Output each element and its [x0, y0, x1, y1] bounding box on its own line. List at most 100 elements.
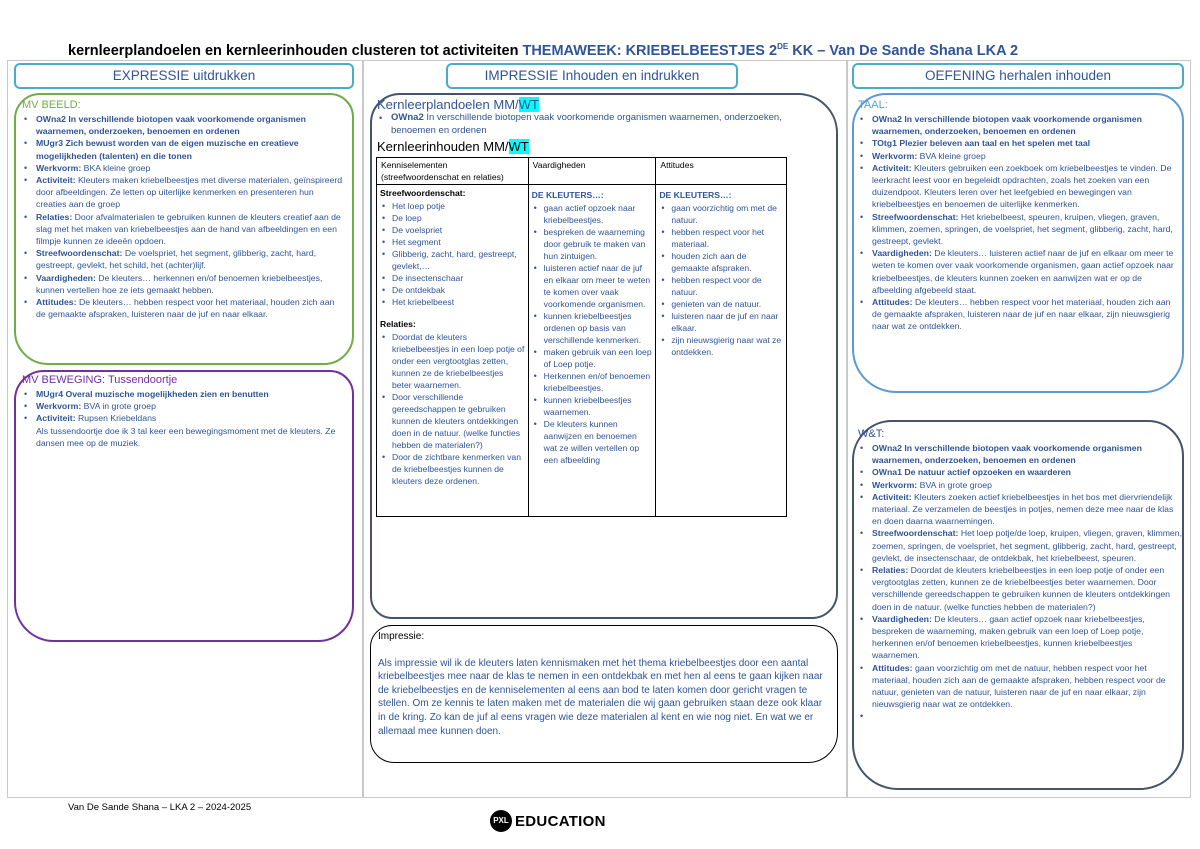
list-item: Doordat de kleuters kriebelbeestjes in e…: [380, 331, 525, 391]
list-item: OWna2 In verschillende biotopen vaak voo…: [858, 442, 1182, 466]
kennis-cell: Streefwoordenschat: Het loep potjeDe loe…: [376, 184, 529, 517]
list-item: Glibberig, zacht, hard, gestreept, gevle…: [380, 248, 525, 272]
list-item: De ontdekbak: [380, 284, 525, 296]
kennis-subtitle: Streefwoordenschat:: [380, 188, 466, 198]
list-item: De loep: [380, 212, 525, 224]
title-theme: THEMAWEEK: KRIEBELBEESTJES 2DE KK – Van …: [522, 42, 1019, 59]
list-item: zijn nieuwsgierig naar wat ze ontdekken.: [659, 334, 783, 358]
wt-title: W&T:: [858, 428, 885, 440]
taal-bubble: [852, 93, 1184, 393]
wt-bubble: [852, 420, 1184, 790]
list-item: Attitudes: gaan voorzichtig om met de na…: [858, 662, 1182, 711]
list-item: genieten van de natuur.: [659, 298, 783, 310]
attitudes-subtitle: DE KLEUTERS…:: [659, 190, 732, 200]
column-oefening: [847, 60, 1191, 798]
header-oefening: OEFENING herhalen inhouden: [852, 63, 1184, 89]
kennis-list: Het loep potjeDe loepDe voelsprietHet se…: [380, 200, 525, 308]
list-item: Streefwoordenschat: Het loep potje/de lo…: [858, 527, 1182, 564]
kernleerinhouden-table: Kenniselementen (streefwoordenschat en r…: [376, 157, 787, 517]
kernleerplandoelen-list: OWna2 In verschillende biotopen vaak voo…: [377, 112, 827, 137]
taal-list: OWna2 In verschillende biotopen vaak voo…: [858, 113, 1182, 333]
logo-word: EDUCATION: [515, 812, 606, 830]
vaardigheden-list: gaan actief opzoek naar kriebelbeestjes.…: [532, 202, 653, 466]
list-item: OWna1 De natuur actief opzoeken en waard…: [858, 466, 1182, 478]
list-item: hebben respect voor de natuur.: [659, 274, 783, 298]
list-item: Vaardigheden: De kleuters… luisteren act…: [858, 247, 1182, 296]
list-item: luisteren actief naar de juf en elkaar o…: [532, 262, 653, 310]
list-item: MUgr3 Zich bewust worden van de eigen mu…: [22, 137, 346, 161]
mv-beweging-section: MV BEWEGING: Tussendoortje MUgr4 Overal …: [22, 374, 346, 449]
list-item: Streefwoordenschat: Het kriebelbeest, sp…: [858, 211, 1182, 248]
wt-list: OWna2 In verschillende biotopen vaak voo…: [858, 442, 1182, 723]
list-item: bespreken de waarneming door gebruik te …: [532, 226, 653, 262]
footer-text: Van De Sande Shana – LKA 2 – 2024-2025: [68, 802, 252, 813]
list-item: MUgr4 Overal muzische mogelijkheden zien…: [22, 388, 346, 400]
list-item: kunnen kriebelbeestjes waarnemen.: [532, 394, 653, 418]
list-item: Activiteit: Kleuters gebruiken een zoekb…: [858, 162, 1182, 211]
list-item: Activiteit: Kleuters maken kriebelbeestj…: [22, 174, 346, 211]
column-expressie: [7, 60, 363, 798]
list-item: Streefwoordenschat: De voelspriet, het s…: [22, 247, 346, 271]
mv-beeld-title: MV BEELD:: [22, 99, 81, 111]
list-item: Attitudes: De kleuters… hebben respect v…: [22, 296, 346, 320]
mv-beeld-section: MV BEELD: OWna2 In verschillende biotope…: [22, 99, 346, 320]
taal-title: TAAL:: [858, 99, 888, 111]
list-item: Attitudes: De kleuters… hebben respect v…: [858, 296, 1182, 333]
impressie-section: Impressie: Als impressie wil ik de kleut…: [378, 630, 830, 738]
list-item: Werkvorm: BKA kleine groep: [22, 162, 346, 174]
list-item: OWna2 In verschillende biotopen vaak voo…: [377, 112, 827, 137]
list-item: Werkvorm: BVA in grote groep: [858, 479, 1182, 491]
list-item: gaan actief opzoek naar kriebelbeestjes.: [532, 202, 653, 226]
list-item: houden zich aan de gemaakte afspraken.: [659, 250, 783, 274]
kernleerinhouden-title: Kernleerinhouden MM/WT: [377, 139, 529, 154]
list-item: Het segment: [380, 236, 525, 248]
mv-beeld-list: OWna2 In verschillende biotopen vaak voo…: [22, 113, 346, 320]
list-item: Door verschillende gereedschappen te geb…: [380, 391, 525, 451]
list-item: Werkvorm: BVA kleine groep: [858, 150, 1182, 162]
list-item: maken gebruik van een loep of Loep potje…: [532, 346, 653, 370]
list-item: Werkvorm: BVA in grote groep: [22, 400, 346, 412]
list-item: Herkennen en/of benoemen kriebelbeestjes…: [532, 370, 653, 394]
list-item: OWna2 In verschillende biotopen vaak voo…: [22, 113, 346, 137]
header-expressie: EXPRESSIE uitdrukken: [14, 63, 354, 89]
table-header: Attitudes: [655, 157, 787, 185]
table-header: Vaardigheden: [527, 157, 657, 185]
impressie-text: Als impressie wil ik de kleuters laten k…: [378, 657, 823, 737]
list-item: Vaardigheden: De kleuters… gaan actief o…: [858, 613, 1182, 662]
list-item: Activiteit: Kleuters zoeken actief krieb…: [858, 491, 1182, 528]
mv-beweging-title: MV BEWEGING: Tussendoortje: [22, 374, 178, 386]
list-item: gaan voorzichtig om met de natuur.: [659, 202, 783, 226]
list-item: TOtg1 Plezier beleven aan taal en het sp…: [858, 137, 1182, 149]
list-item: De insectenschaar: [380, 272, 525, 284]
list-item: De kleuters kunnen aanwijzen en benoemen…: [532, 418, 653, 466]
column-impressie: [363, 60, 847, 798]
relaties-list: Doordat de kleuters kriebelbeestjes in e…: [380, 331, 525, 487]
header-impressie: IMPRESSIE Inhouden en indrukken: [446, 63, 738, 89]
vaardigheden-subtitle: DE KLEUTERS…:: [531, 190, 604, 200]
title-main: kernleerplandoelen en kernleerinhouden c…: [68, 42, 519, 59]
pxl-education-logo: PXL EDUCATION: [490, 809, 606, 833]
mv-beeld-bubble: [14, 93, 354, 365]
kernleerplandoelen-section: Kernleerplandoelen MM/WT OWna2 In versch…: [377, 97, 827, 154]
list-item: OWna2 In verschillende biotopen vaak voo…: [858, 113, 1182, 137]
mv-beweging-bubble: [14, 370, 354, 642]
list-item: Relaties: Door afvalmaterialen te gebrui…: [22, 211, 346, 248]
impressie-bubble: [370, 625, 838, 763]
kern-bubble: [370, 93, 838, 619]
list-item: De voelspriet: [380, 224, 525, 236]
attitudes-cell: DE KLEUTERS…: gaan voorzichtig om met de…: [655, 184, 787, 517]
list-item: Relaties: Doordat de kleuters kriebelbee…: [858, 564, 1182, 613]
list-item: hebben respect voor het materiaal.: [659, 226, 783, 250]
pxl-logo-icon: PXL: [490, 810, 512, 832]
relaties-subtitle: Relaties:: [380, 319, 416, 329]
list-item: luisteren naar de juf en naar elkaar.: [659, 310, 783, 334]
list-item: Het loep potje: [380, 200, 525, 212]
list-item: Het kriebelbeest: [380, 296, 525, 308]
vaardigheden-cell: DE KLEUTERS…: gaan actief opzoek naar kr…: [527, 184, 657, 517]
list-item: Activiteit: Rupsen Kriebeldans: [22, 412, 346, 424]
page-title: kernleerplandoelen en kernleerinhouden c…: [68, 42, 1188, 59]
kernleerplandoelen-title: Kernleerplandoelen MM/WT: [377, 97, 539, 112]
mv-beweging-list: MUgr4 Overal muzische mogelijkheden zien…: [22, 388, 346, 425]
kernleerinhouden-table-wrap: Kenniselementen (streefwoordenschat en r…: [376, 157, 787, 517]
taal-section: TAAL: OWna2 In verschillende biotopen va…: [858, 99, 1182, 333]
